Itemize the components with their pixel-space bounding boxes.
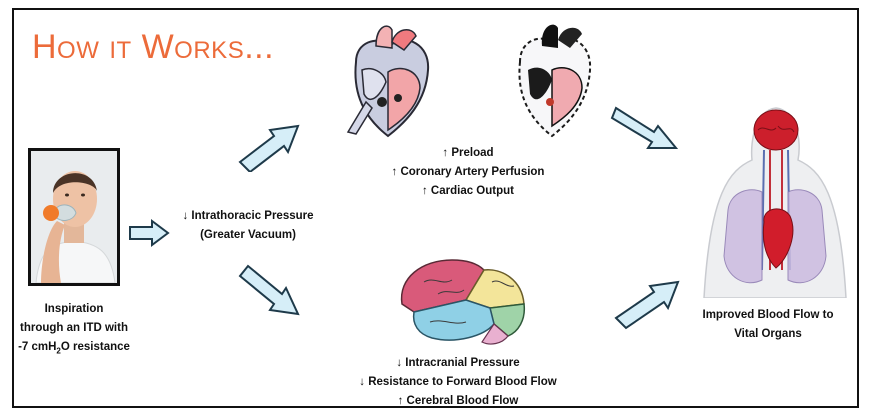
brain-icon — [394, 252, 534, 348]
heart-diagram-icon — [336, 22, 440, 140]
heart-diagram-dark-icon — [506, 18, 600, 140]
inspiration-line-2: through an ITD with — [8, 319, 140, 338]
down-right-arrow-icon — [238, 262, 304, 320]
heart-effects-line-1: ↑ Preload — [368, 144, 568, 163]
brain-effects-line-3: ↑ Cerebral Blood Flow — [338, 392, 578, 411]
torso-organs-icon — [700, 100, 850, 298]
outcome-label: Improved Blood Flow to Vital Organs — [688, 306, 848, 344]
outcome-line-1: Improved Blood Flow to — [688, 306, 848, 325]
brain-to-outcome-arrow-icon — [612, 278, 682, 330]
brain-effects-line-1: ↓ Intracranial Pressure — [338, 354, 578, 373]
person-with-itd-mask-icon — [31, 151, 117, 283]
page-title: How it Works... — [32, 28, 274, 67]
intrathoracic-label: ↓ Intrathoracic Pressure (Greater Vacuum… — [168, 207, 328, 245]
inspiration-line-3: -7 cmH2O resistance — [8, 338, 140, 360]
brain-effects-label: ↓ Intracranial Pressure ↓ Resistance to … — [338, 354, 578, 411]
inspiration-label: Inspiration through an ITD with -7 cmH2O… — [8, 300, 140, 360]
intrathoracic-line-1: ↓ Intrathoracic Pressure — [168, 207, 328, 226]
intrathoracic-line-2: (Greater Vacuum) — [168, 226, 328, 245]
right-arrow-icon — [128, 219, 170, 247]
inspiration-line-1: Inspiration — [8, 300, 140, 319]
brain-effects-line-2: ↓ Resistance to Forward Blood Flow — [338, 373, 578, 392]
heart-effects-label: ↑ Preload ↑ Coronary Artery Perfusion ↑ … — [368, 144, 568, 201]
up-right-arrow-icon — [236, 120, 302, 172]
heart-effects-line-2: ↑ Coronary Artery Perfusion — [368, 163, 568, 182]
person-photo — [28, 148, 120, 286]
heart-to-outcome-arrow-icon — [610, 104, 680, 154]
heart-effects-line-3: ↑ Cardiac Output — [368, 182, 568, 201]
outcome-line-2: Vital Organs — [688, 325, 848, 344]
